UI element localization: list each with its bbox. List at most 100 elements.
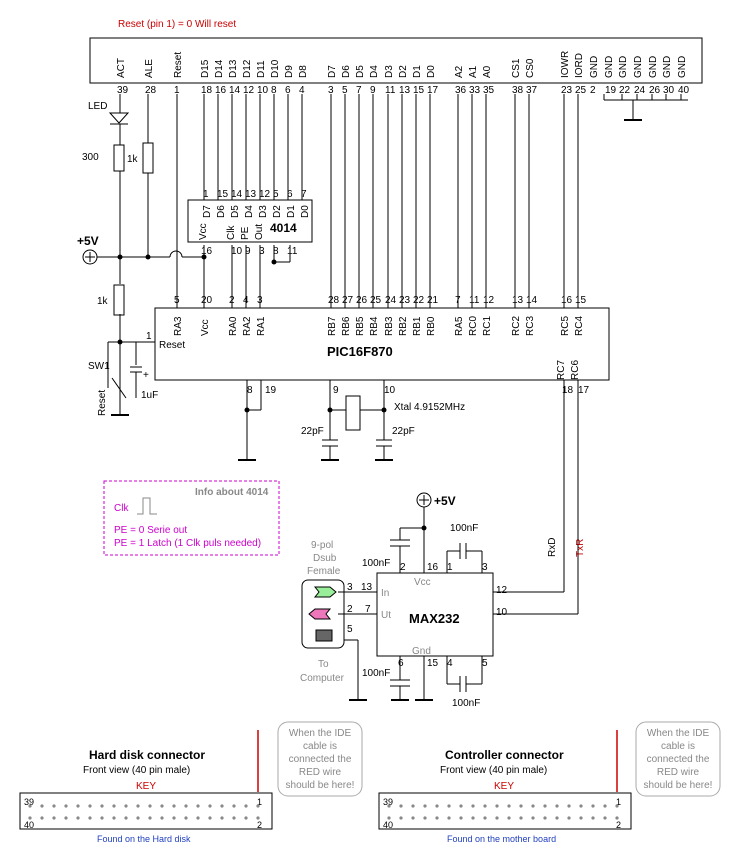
reset-cap-value: 1uF [141,390,158,401]
pin-dot [411,816,415,820]
ide-label-8: D10 [270,59,281,78]
ide-label-29: GND [633,56,644,78]
ic-4014-box [187,199,313,243]
max-gnd-label: Gnd [412,646,431,657]
ide-label-4: D14 [214,59,225,78]
pin-dot [387,816,391,820]
hd-pin39: 39 [24,797,34,807]
ide-label-22: CS1 [511,58,522,78]
ide-label-12: D6 [341,65,352,78]
hd-pin-grid [28,804,260,820]
pin-dot [196,816,200,820]
pic-label-9: RB3 [384,316,395,336]
hd-connector [19,792,273,830]
svg-text:When the IDE: When the IDE [289,728,352,739]
pin-dot [244,804,248,808]
hd-key: KEY [136,781,156,792]
pin-dot [507,804,511,808]
hd-found: Found on the Hard disk [97,834,191,844]
ide-pin-12: 5 [342,85,348,96]
ic4014-bottom-pin-5: 11 [287,246,298,257]
ide-label-16: D2 [398,65,409,78]
hd-pin2: 2 [257,820,262,830]
pin-dot [603,804,607,808]
junction-dot [117,254,123,260]
ide-label-20: A1 [468,65,479,78]
svg-text:should be here!: should be here! [644,780,713,791]
ic4014-bottom-pin-4: 8 [273,246,279,257]
pin-dot [495,804,499,808]
ic4014-top-label-7: D0 [300,205,311,218]
dsub-gnd-pin-icon [315,629,333,642]
pic-box [154,307,610,381]
pic-pin-12: 21 [427,295,439,306]
pic-pin-7: 26 [356,295,368,306]
max232-name: MAX232 [409,611,460,626]
ide-label-31: GND [662,56,673,78]
info-title: Info about 4014 [195,487,269,498]
hd-subtitle: Front view (40 pin male) [83,765,190,776]
ide-pin-16: 13 [399,85,411,96]
cap-plus: + [143,370,149,381]
wire-crossover [169,250,183,258]
rxd-label: RxD [547,538,558,557]
ide-label-24: IOWR [560,51,571,78]
ale-resistor [142,142,154,174]
max-pin-9: 5 [482,658,488,669]
pin-dot [555,816,559,820]
xtal-symbol [345,395,361,431]
pin-dot [28,816,32,820]
ic4014-top-label-1: D6 [216,205,227,218]
svg-text:cable is: cable is [661,741,695,752]
vcc-label: +5V [77,234,99,248]
pin-dot [399,804,403,808]
dsub-label1: 9-pol [311,540,333,551]
pic-rc6-label: RC6 [570,360,581,380]
pic-reset-pin: 1 [146,331,152,342]
pic-bottom-pin-1: 19 [265,385,277,396]
ide-label-1: ALE [144,59,155,78]
pic-pin-15: 12 [483,295,495,306]
max-in-label: In [381,588,389,599]
ide-label-0: ACT [116,58,127,78]
ide-label-30: GND [648,56,659,78]
pin-dot [543,816,547,820]
dsub-pin-0: 3 [347,582,353,593]
ctrl-note: When the IDE cable is connected the RED … [644,728,713,791]
info-clk: Clk [114,503,129,514]
ctrl-found: Found on the mother board [447,834,556,844]
pin-dot [459,816,463,820]
ic4014-top-label-5: D2 [272,205,283,218]
pic-label-18: RC5 [560,316,571,336]
junction-dot [244,407,250,413]
pin-dot [88,816,92,820]
ide-pin-7: 10 [257,85,269,96]
pic-label-2: RA0 [228,316,239,336]
pin-dot [519,804,523,808]
pin-dot [411,804,415,808]
ic4014-bottom-pin-1: 10 [231,246,243,257]
dsub-pin-1: 13 [361,582,373,593]
max-cap1: 100nF [450,523,478,534]
dsub-tx-arrow-icon [308,608,332,620]
ic4014-top-pin-5: 5 [273,189,279,200]
max-vcc-pin-label: Vcc [414,577,431,588]
pin-dot [531,816,535,820]
svg-text:RED wire: RED wire [299,767,342,778]
pic-label-8: RB4 [369,316,380,336]
svg-text:should be here!: should be here! [286,780,355,791]
pin-dot [40,816,44,820]
pin-dot [579,804,583,808]
pin-dot [555,804,559,808]
ide-label-2: Reset [173,52,184,78]
led-resistor-value: 300 [82,152,99,163]
ide-label-21: A0 [482,65,493,78]
ide-pin-22: 38 [512,85,524,96]
pic-label-3: RA2 [242,316,253,336]
wire [111,377,127,399]
pin-dot [172,816,176,820]
ide-label-27: GND [604,56,615,78]
ide-pin-2: 1 [174,85,180,96]
